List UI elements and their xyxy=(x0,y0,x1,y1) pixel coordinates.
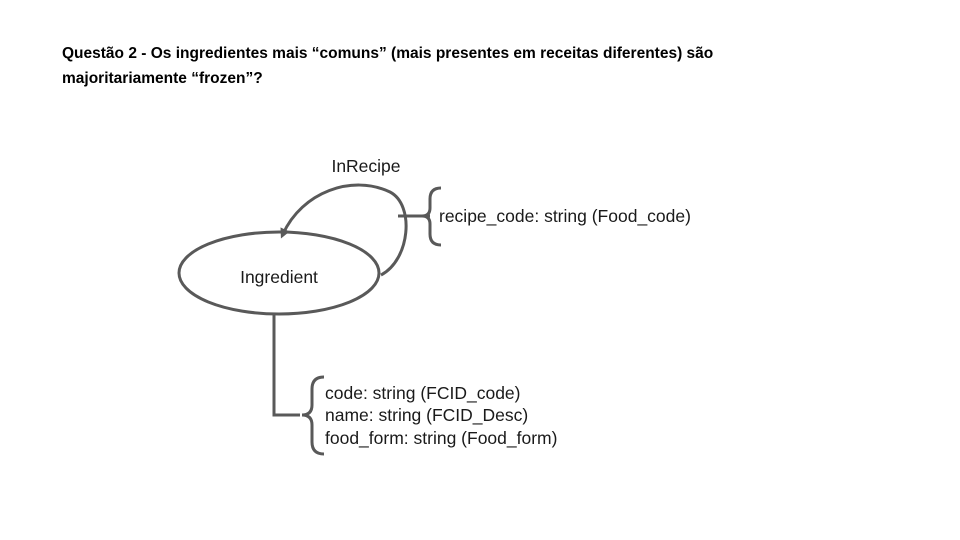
ingredient-property-code: code: string (FCID_code) xyxy=(325,383,521,404)
inrecipe-edge-label: InRecipe xyxy=(331,156,400,176)
inrecipe-property-brace xyxy=(421,186,442,247)
inrecipe-property-recipe-code: recipe_code: string (Food_code) xyxy=(439,206,691,227)
ingredient-property-food-form: food_form: string (Food_form) xyxy=(325,428,557,449)
inrecipe-self-loop-edge xyxy=(280,183,408,277)
ingredient-property-brace xyxy=(301,375,325,456)
slide-title-line-1: Questão 2 - Os ingredientes mais “comuns… xyxy=(62,45,714,62)
ingredient-node xyxy=(177,230,381,316)
slide-title: Questão 2 - Os ingredientes mais “comuns… xyxy=(62,41,882,91)
ingredient-property-name: name: string (FCID_Desc) xyxy=(325,405,528,426)
ingredient-node-label: Ingredient xyxy=(240,267,318,287)
ingredient-property-connector xyxy=(272,314,300,417)
slide-title-line-2: majoritariamente “frozen”? xyxy=(62,70,263,87)
